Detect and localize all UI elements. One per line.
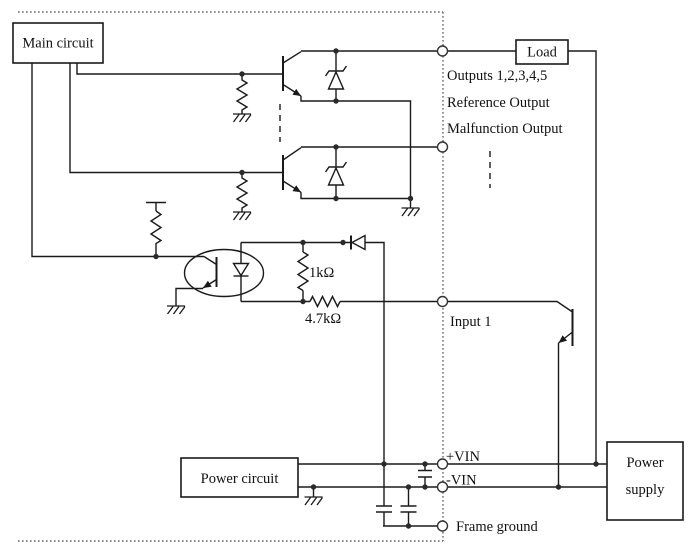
main-circuit-box bbox=[12, 22, 104, 64]
terminal-output-1 bbox=[436, 45, 449, 57]
photo-transistor bbox=[166, 255, 218, 315]
junction-dots bbox=[153, 48, 599, 529]
terminal-plus-vin bbox=[436, 458, 449, 470]
resistor-4k7 bbox=[309, 294, 341, 309]
capacitor-plusvin-frame bbox=[376, 505, 392, 513]
terminal-minus-vin bbox=[436, 481, 449, 493]
capacitor-minusvin-frame bbox=[400, 487, 417, 526]
resistor-1k bbox=[296, 242, 310, 302]
blocking-diode bbox=[350, 234, 366, 251]
pullup-resistor bbox=[146, 201, 166, 257]
emitter-rail-ground-icon bbox=[400, 207, 421, 217]
terminal-frame-ground bbox=[436, 520, 449, 532]
emitter-arrow-icon bbox=[292, 185, 301, 193]
resistor-4k7-label: 4.7kΩ bbox=[305, 311, 341, 327]
zener-triangle bbox=[327, 166, 345, 186]
malfunction-output-label: Malfunction Output bbox=[447, 121, 563, 137]
wires bbox=[31, 50, 607, 527]
emitter-arrow-icon bbox=[558, 335, 567, 343]
ground-icon bbox=[166, 305, 186, 315]
zener-diode-1 bbox=[324, 51, 348, 101]
plus-vin-label: +VIN bbox=[446, 449, 480, 465]
led-triangle bbox=[232, 262, 250, 277]
wire-stage2-emitter-rail bbox=[300, 192, 412, 208]
main-circuit-label: Main circuit bbox=[22, 36, 93, 52]
outputs-label: Outputs 1,2,3,4,5 bbox=[447, 68, 547, 84]
emitter-to-ground bbox=[175, 287, 203, 306]
wire-load-to-plusvin bbox=[568, 50, 597, 464]
collector-lead bbox=[282, 147, 302, 161]
optocoupler bbox=[166, 242, 265, 315]
output-transistor-2 bbox=[282, 147, 302, 193]
power-supply-box bbox=[606, 441, 684, 521]
base-resistor-2 bbox=[232, 172, 252, 221]
zener-triangle bbox=[327, 70, 345, 90]
zener-diode-2 bbox=[324, 147, 348, 199]
power-circuit-box bbox=[180, 457, 299, 498]
reference-output-label: Reference Output bbox=[447, 95, 550, 111]
emitter-arrow-icon bbox=[292, 88, 301, 96]
power-supply-label-line2: supply bbox=[626, 482, 665, 498]
wire-main-to-stage1 bbox=[76, 63, 283, 75]
frame-ground-label: Frame ground bbox=[456, 519, 538, 535]
load-box bbox=[515, 39, 569, 65]
optocoupler-body bbox=[183, 248, 265, 298]
input-transistor bbox=[558, 309, 574, 346]
ground-icon bbox=[232, 113, 252, 123]
wire-input1 bbox=[448, 300, 573, 313]
wire-main-to-opto bbox=[31, 63, 204, 258]
terminal-input-1 bbox=[436, 295, 449, 308]
power-ground-icon bbox=[303, 496, 324, 506]
power-circuit-label: Power circuit bbox=[201, 471, 279, 487]
capacitor-plusvin-minusvin bbox=[418, 464, 432, 487]
terminals bbox=[436, 45, 449, 532]
collector-lead bbox=[203, 255, 217, 266]
diode-triangle bbox=[350, 234, 366, 251]
ground-icon bbox=[232, 211, 252, 221]
wire-main-to-stage2 bbox=[69, 63, 283, 174]
terminal-output-2 bbox=[436, 141, 449, 153]
resistor-1k-label: 1kΩ bbox=[309, 265, 335, 281]
led-diode bbox=[232, 242, 250, 302]
collector-lead bbox=[282, 51, 302, 64]
base-resistor-1 bbox=[232, 74, 252, 123]
output-transistor-1 bbox=[282, 51, 302, 97]
wire-stage1-emitter-rail bbox=[300, 96, 412, 199]
load-label: Load bbox=[527, 45, 558, 61]
module-dashed-border bbox=[18, 11, 444, 542]
input1-label: Input 1 bbox=[450, 314, 491, 330]
wire-diode-to-plusvin bbox=[365, 241, 385, 526]
power-supply-label-line1: Power bbox=[626, 455, 663, 471]
minus-vin-label: -VIN bbox=[446, 473, 477, 489]
emitter-arrow-icon bbox=[203, 280, 212, 288]
